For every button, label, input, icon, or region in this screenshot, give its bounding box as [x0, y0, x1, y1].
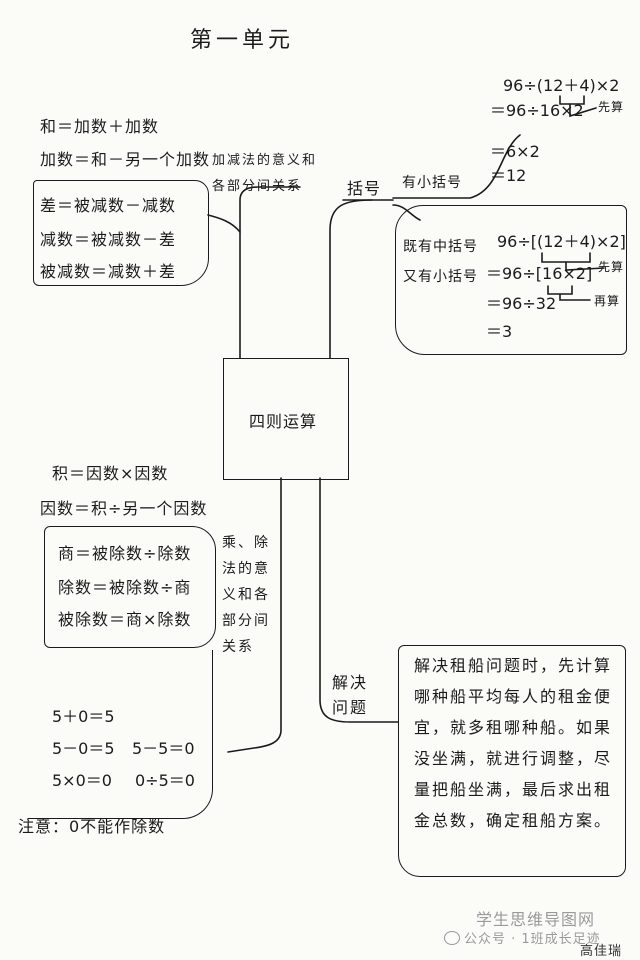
mid-bracket-step-4: ＝3 [486, 322, 513, 341]
mid-bracket-arrow [565, 261, 605, 271]
connector-add-sub [239, 186, 301, 359]
solve-box [398, 645, 626, 877]
solve-text: 解决租船问题时，先计算哪种船平均每人的租金便宜，就多租哪种船。如果没坐满，就进行… [414, 656, 613, 830]
note-zero-divisor: 注意：0不能作除数 [18, 817, 166, 836]
mid-bracket-label-1: 既有中括号 [403, 239, 478, 255]
branch-mul-div-label: 乘、除法的意义和各部分间关系 [222, 535, 270, 655]
zero-example-2: 5－0＝5 [52, 739, 115, 758]
small-bracket-tag: 先算 [598, 100, 625, 114]
page-title: 第一单元 [190, 28, 295, 53]
branch-brackets-label: 括号 [347, 179, 382, 198]
small-bracket-step-2: ＝96÷16×2 [490, 101, 584, 120]
watermark-site: 学生思维导图网 [476, 910, 596, 929]
sub-formula-3: 被减数＝减数＋差 [40, 262, 177, 281]
sub-formula-2: 减数＝被减数－差 [40, 230, 177, 249]
small-bracket-brace [559, 95, 585, 105]
small-bracket-step-1: 96÷(12＋4)×2 [503, 76, 620, 95]
mid-bracket-arrow-2 [559, 293, 591, 301]
zero-examples-box [28, 650, 213, 819]
mid-bracket-step-2: ＝96÷[16×2] [486, 264, 593, 283]
mul-formula-2: 因数＝积÷另一个因数 [40, 499, 208, 518]
mid-bracket-box [395, 205, 627, 355]
div-formula-2: 除数＝被除数÷商 [58, 578, 192, 597]
div-formulas-box [44, 526, 216, 648]
zero-example-5: 0÷5＝0 [135, 771, 195, 790]
wechat-icon [444, 931, 460, 945]
center-label: 四则运算 [249, 412, 318, 431]
mid-bracket-tag-2: 再算 [594, 294, 621, 308]
add-formula-1: 和＝加数＋加数 [40, 117, 160, 136]
mid-bracket-label-2: 又有小括号 [403, 269, 478, 285]
small-bracket-step-4: ＝12 [490, 166, 527, 185]
mid-bracket-step-3: ＝96÷32 [486, 294, 557, 313]
center-node: 四则运算 [223, 358, 349, 480]
small-bracket-arrow [569, 103, 597, 118]
connector-add-sub-box [207, 214, 241, 233]
mid-bracket-step-1: 96÷[(12＋4)×2] [497, 232, 626, 251]
branch-add-sub-label: 加减法的意义和各部分间关系 [212, 153, 318, 194]
add-formula-2: 加数＝和－另一个加数 [40, 150, 211, 169]
div-formula-3: 被除数＝商×除数 [58, 610, 192, 629]
div-formula-1: 商＝被除数÷除数 [58, 544, 192, 563]
zero-example-3: 5－5＝0 [132, 739, 195, 758]
author-signature: 高佳瑞 [580, 944, 623, 959]
small-bracket-label: 有小括号 [402, 175, 462, 191]
sub-formula-1: 差＝被减数－减数 [40, 196, 177, 215]
branch-solve-label: 解决问题 [332, 673, 369, 717]
small-bracket-step-3: ＝6×2 [490, 142, 540, 161]
connector-mul-div [227, 477, 282, 753]
connector-brackets-small [392, 134, 521, 199]
sub-formulas-box [33, 180, 209, 286]
mul-formula-1: 积＝因数×因数 [52, 464, 169, 483]
mid-bracket-tag-1: 先算 [598, 260, 625, 274]
zero-example-4: 5×0＝0 [52, 771, 112, 790]
watermark-account-text: 公众号 · 1班成长足迹 [464, 932, 601, 947]
watermark-account: 公众号 · 1班成长足迹 [444, 928, 601, 947]
zero-example-1: 5＋0＝5 [52, 707, 115, 726]
connector-brackets [329, 199, 373, 359]
connector-solve [319, 477, 399, 723]
